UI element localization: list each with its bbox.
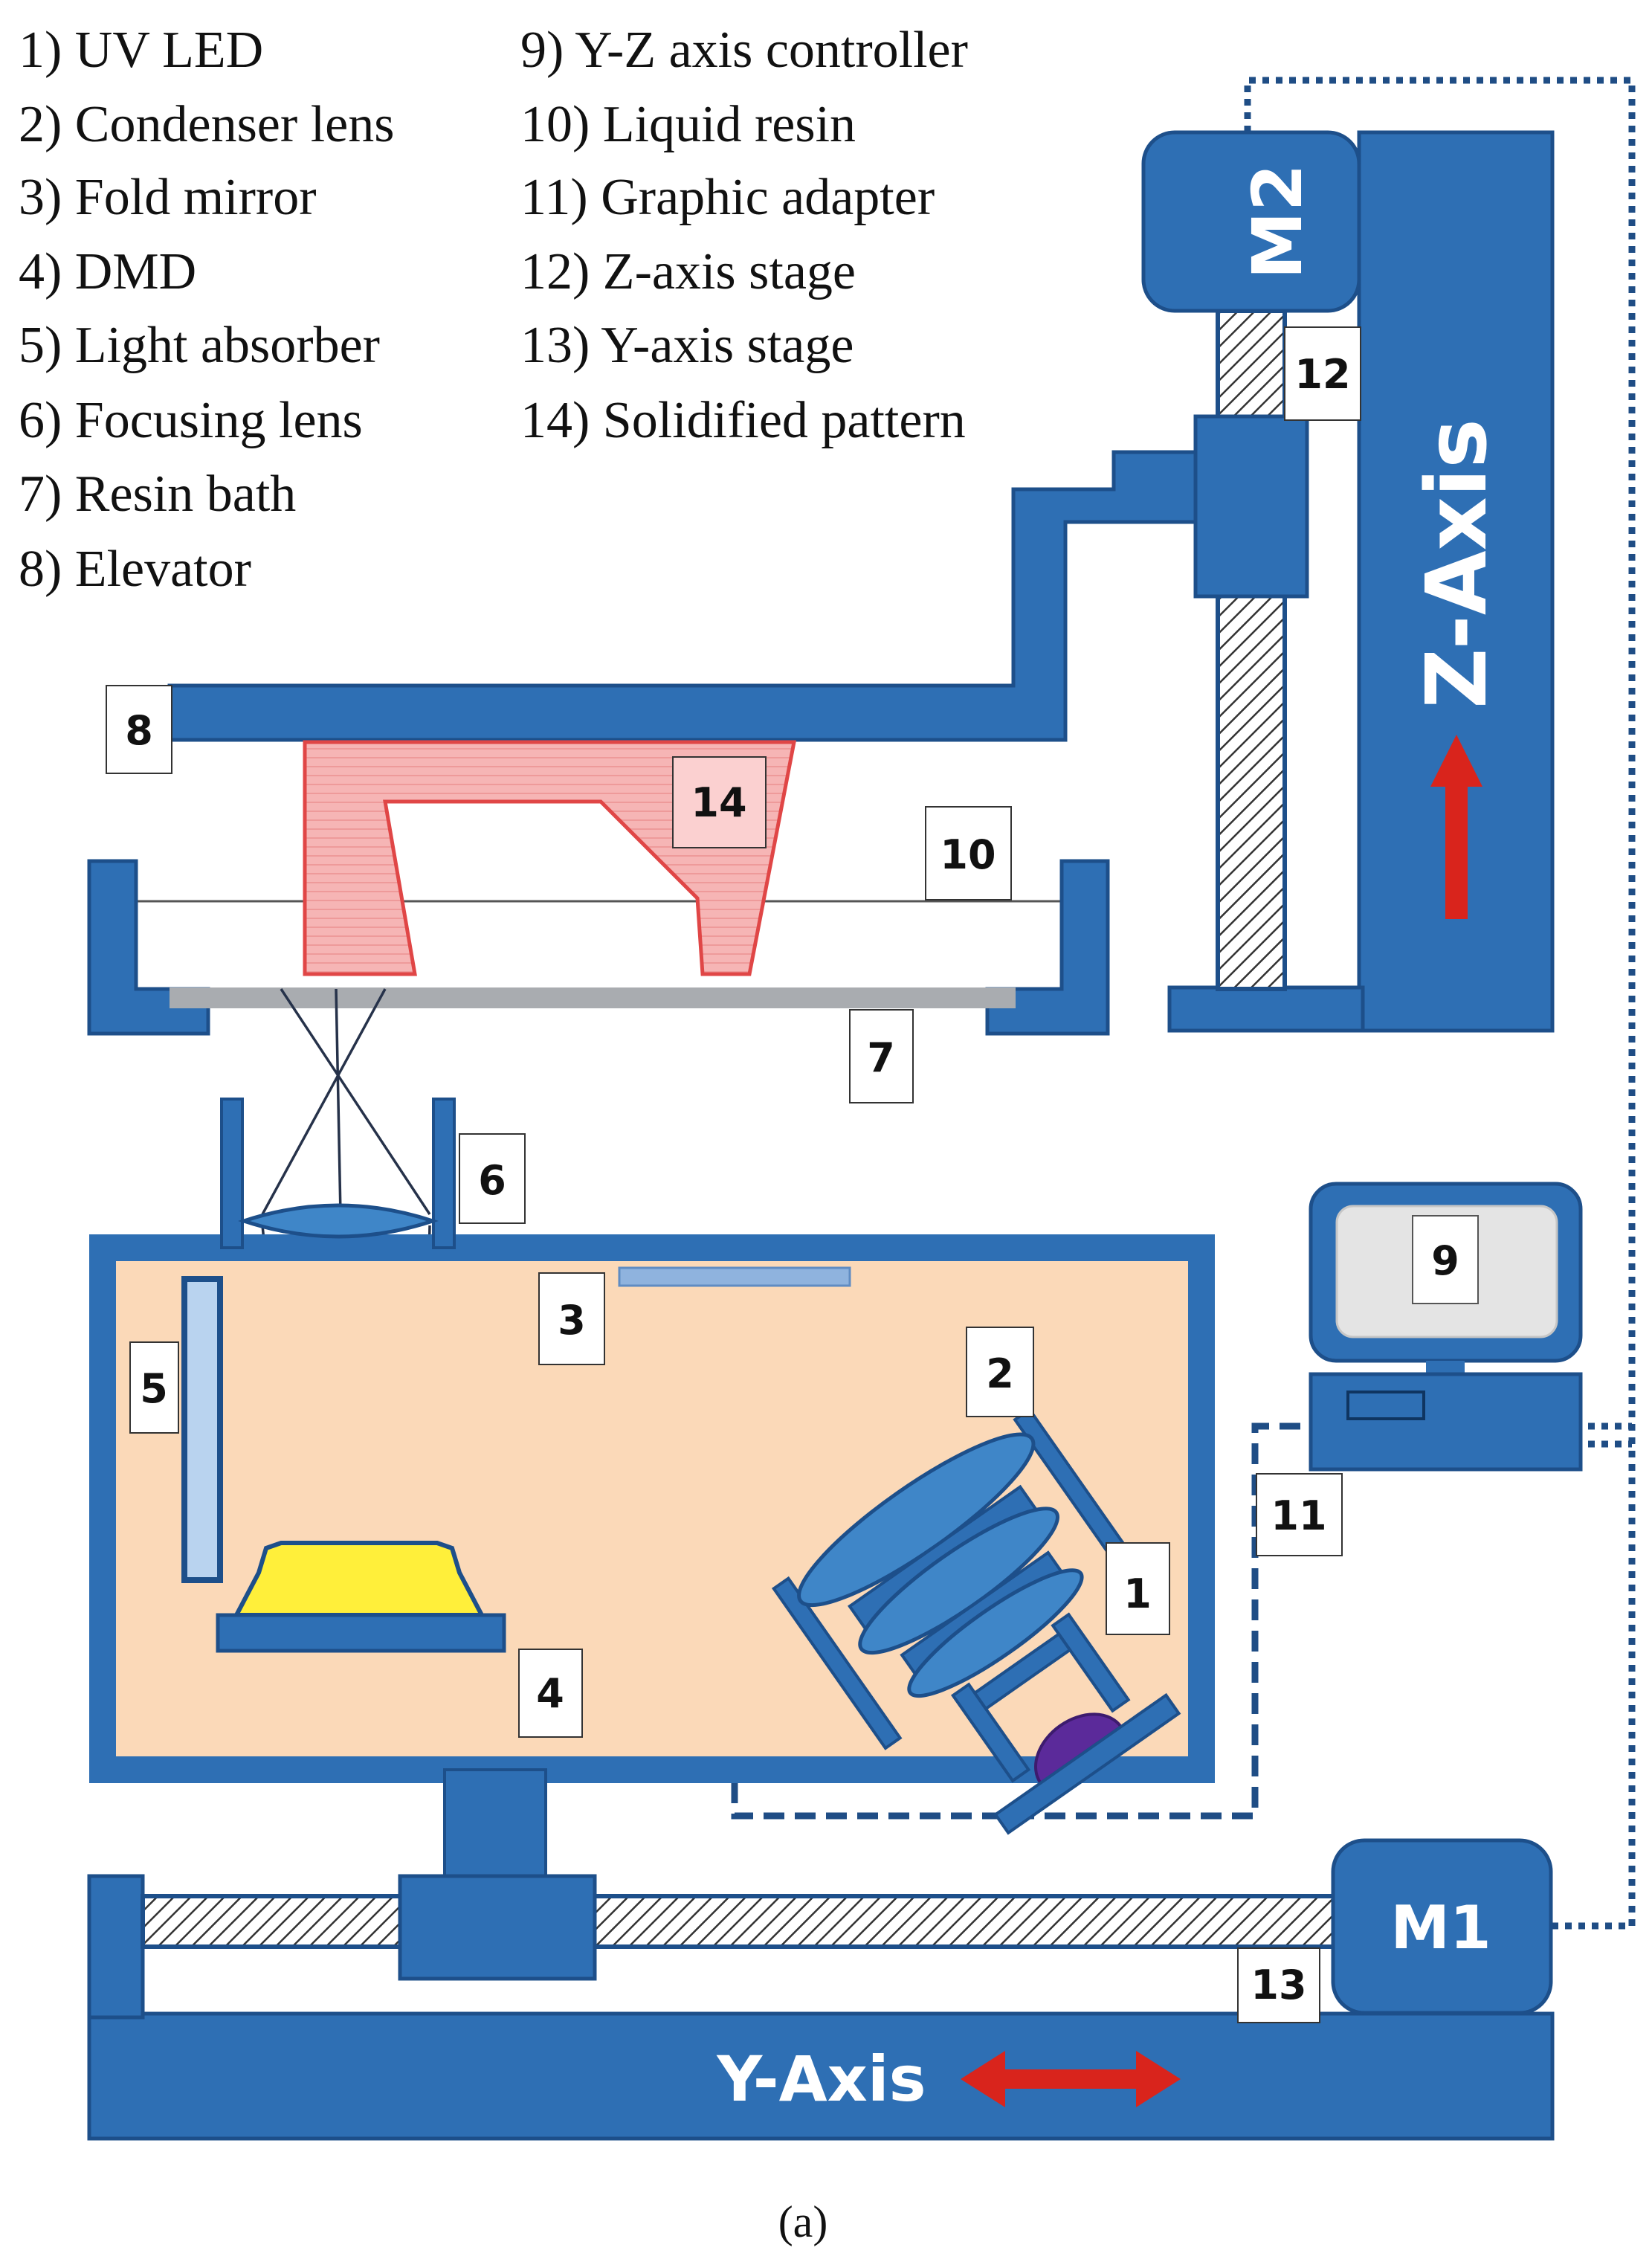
svg-text:3: 3 (558, 1297, 586, 1344)
svg-text:14: 14 (691, 779, 746, 826)
svg-text:5: 5 (140, 1365, 168, 1412)
svg-text:2: 2 (986, 1350, 1014, 1397)
housing-stem (443, 1768, 547, 1881)
legend-item-fold-mirror: 3) Fold mirror (19, 169, 317, 226)
legend-item-z-axis-stage: 12) Z-axis stage (520, 243, 856, 300)
focusing-lens-assembly (220, 1098, 456, 1249)
legend-item-graphic-adapter: 11) Graphic adapter (520, 169, 935, 226)
uv-led-base (993, 1692, 1181, 1835)
callout-light-absorber: 5 (129, 1341, 179, 1434)
z-axis-assembly: M2 Z-Axis (1141, 130, 1555, 1033)
y-axis-carriage (398, 1874, 597, 1981)
legend-item-condenser-lens: 2) Condenser lens (19, 96, 394, 153)
svg-text:13: 13 (1251, 1962, 1306, 2008)
legend-item-solidified-pattern: 14) Solidified pattern (520, 392, 966, 449)
callout-condenser-lens: 2 (966, 1327, 1034, 1417)
y-axis-arrow-icon (961, 2051, 1181, 2107)
y-axis-assembly: M1 Y-Axis (87, 1838, 1555, 2141)
condenser-lens-3 (907, 1568, 1084, 1698)
legend-item-elevator: 8) Elevator (19, 541, 251, 598)
callout-elevator: 8 (106, 685, 172, 774)
y-axis-label: Y-Axis (716, 2043, 926, 2116)
svg-text:4: 4 (536, 1670, 564, 1717)
callout-graphic-adapter: 11 (1256, 1473, 1343, 1556)
svg-text:12: 12 (1294, 351, 1350, 398)
fold-mirror (618, 1266, 851, 1287)
legend-item-resin-bath: 7) Resin bath (19, 465, 296, 523)
callout-y-axis-stage: 13 (1237, 1947, 1320, 2023)
callout-controller: 9 (1412, 1215, 1479, 1304)
callouts: 1 2 3 4 5 6 7 8 (106, 326, 1479, 2023)
legend: 1) UV LED 2) Condenser lens 3) Fold mirr… (19, 22, 968, 598)
m2-label: M2 (1238, 164, 1317, 280)
legend-item-liquid-resin: 10) Liquid resin (520, 96, 856, 153)
disk-drive (1346, 1391, 1425, 1420)
callout-solidified-pattern: 14 (672, 756, 767, 848)
light-absorber (181, 1276, 223, 1583)
z-axis-carriage (1193, 414, 1309, 599)
callout-liquid-resin: 10 (925, 806, 1012, 900)
resin-bath-window (170, 987, 1016, 1008)
svg-text:11: 11 (1271, 1492, 1326, 1539)
svg-text:8: 8 (125, 707, 153, 754)
computer-base (1309, 1372, 1583, 1472)
dmd-assembly (216, 1541, 506, 1653)
legend-item-y-axis-stage: 13) Y-axis stage (520, 317, 854, 374)
svg-text:6: 6 (478, 1157, 506, 1204)
resin-bath (87, 859, 1110, 1036)
callout-focusing-lens: 6 (459, 1133, 526, 1224)
m1-label: M1 (1390, 1893, 1491, 1962)
z-axis-base-foot (1167, 985, 1365, 1033)
m2-motor (1141, 130, 1361, 313)
callout-resin-bath: 7 (849, 1009, 914, 1103)
figure-caption: (a) (778, 2197, 828, 2246)
focusing-lens (238, 1203, 439, 1239)
callout-dmd: 4 (518, 1649, 583, 1738)
legend-item-light-absorber: 5) Light absorber (19, 317, 380, 374)
solidified-pattern (303, 740, 797, 976)
uv-led (1034, 1712, 1123, 1785)
legend-item-controller: 9) Y-Z axis controller (520, 22, 968, 79)
elevator-arm (167, 450, 1198, 742)
z-axis-arrow-icon (1430, 735, 1482, 919)
dmd-chip (233, 1541, 485, 1617)
legend-item-focusing-lens: 6) Focusing lens (19, 392, 363, 449)
svg-text:1: 1 (1123, 1570, 1152, 1617)
svg-text:10: 10 (940, 831, 996, 878)
callout-z-axis-stage: 12 (1284, 326, 1361, 421)
z-axis-lead-screw (1216, 309, 1287, 991)
z-axis-label: Z-Axis (1409, 419, 1506, 709)
callout-fold-mirror: 3 (538, 1272, 605, 1365)
svg-text:9: 9 (1431, 1237, 1459, 1284)
svg-text:7: 7 (867, 1034, 895, 1081)
y-axis-lead-screw (141, 1894, 1338, 1949)
callout-uv-led: 1 (1106, 1542, 1170, 1635)
legend-item-dmd: 4) DMD (19, 243, 196, 300)
condenser-lens-assembly (771, 1407, 1181, 1835)
m1-motor (1331, 1838, 1553, 2015)
legend-item-uv-led: 1) UV LED (19, 22, 263, 79)
y-axis-end-post (87, 1874, 145, 2020)
y-axis-base (87, 2011, 1555, 2141)
dmd-board (216, 1613, 506, 1653)
